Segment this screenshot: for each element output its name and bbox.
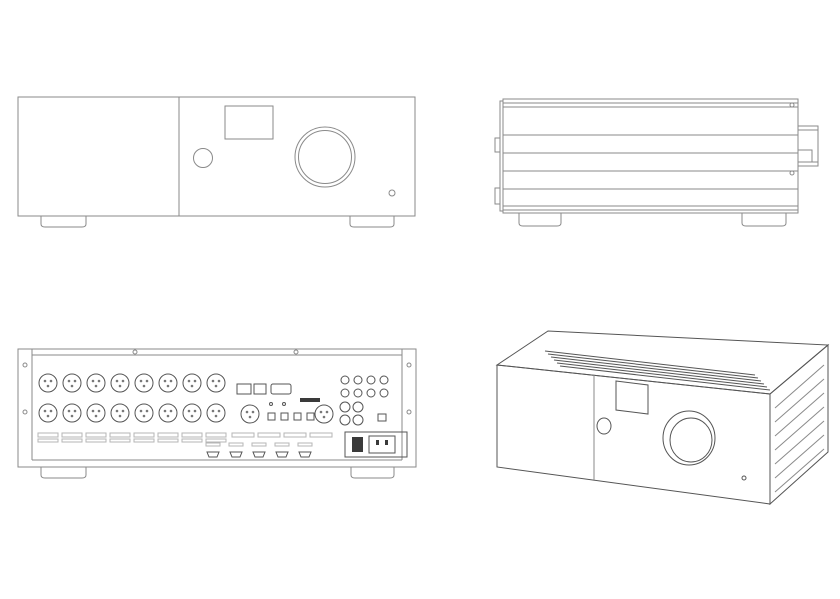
amplifier-rear-panel-icon	[17, 348, 417, 479]
amplifier-isometric-view-icon	[495, 330, 830, 506]
amplifier-front-view-icon	[17, 96, 416, 228]
amplifier-side-view-icon	[494, 98, 819, 227]
